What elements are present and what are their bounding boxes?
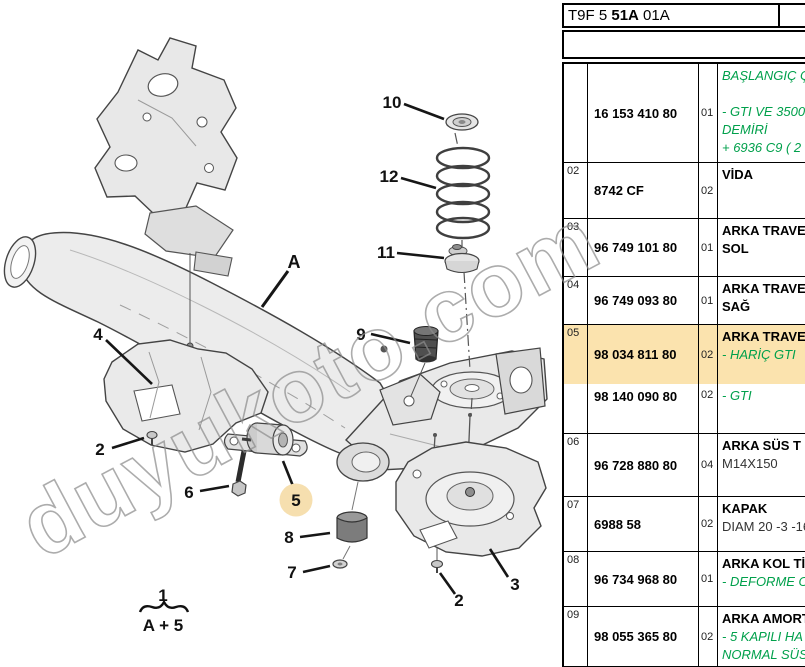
callout-5[interactable]: 5	[291, 491, 300, 510]
row-index: 04	[564, 277, 588, 324]
row-index: 07	[564, 497, 588, 551]
table-row[interactable]: 16 153 410 80 01 BAŞLANGIÇ Ç - GTI VE 35…	[564, 64, 805, 163]
description: ARKA KOL Tİ - DEFORME O	[722, 556, 805, 589]
callout-11[interactable]: 11	[377, 243, 395, 262]
table-row[interactable]: 03 96 749 101 80 01 ARKA TRAVE SOL	[564, 219, 805, 277]
callout-2-left[interactable]: 2	[95, 440, 104, 459]
quantity: 02	[699, 607, 718, 666]
part-number: 96 728 880 80	[588, 434, 699, 496]
assembly-note: 1 A + 5	[138, 586, 190, 635]
quantity: 02	[699, 325, 718, 384]
description: KAPAK DIAM 20 -3 -16	[722, 501, 805, 534]
description: - GTI	[722, 388, 752, 403]
part-number: 8742 CF	[588, 163, 699, 218]
description: ARKA AMORT - 5 KAPILI HA NORMAL SÜS	[722, 611, 805, 662]
table-row[interactable]: 02 8742 CF 02 VİDA	[564, 163, 805, 219]
coil-spring[interactable]	[435, 146, 491, 240]
upper-spring-cup[interactable]	[445, 113, 479, 131]
callout-10[interactable]: 10	[383, 93, 402, 112]
table-row[interactable]: 09 98 055 365 80 02 ARKA AMORT - 5 KAPIL…	[564, 607, 805, 667]
description: ARKA TRAVE SOL	[722, 223, 805, 256]
table-row[interactable]: 98 140 090 80 02 - GTI	[564, 384, 805, 434]
part-number: 98 055 365 80	[588, 607, 699, 666]
bolt-part6[interactable]	[231, 450, 247, 497]
callout-9[interactable]: 9	[356, 325, 365, 344]
part-number: 96 749 093 80	[588, 277, 699, 324]
parts-table-pane: T9F 5 51A 01A 16 153 410 80 01 BAŞLANGIÇ…	[562, 0, 805, 667]
description: BAŞLANGIÇ Ç - GTI VE 3500 DEMİRİ + 6936 …	[722, 68, 805, 155]
quantity: 01	[699, 219, 718, 276]
part-number: 16 153 410 80	[588, 64, 699, 162]
leader-lines	[105, 102, 510, 595]
row-index: 03	[564, 219, 588, 276]
quantity: 01	[699, 552, 718, 606]
bump-stop[interactable]	[410, 326, 439, 397]
callout-a[interactable]: A	[288, 252, 301, 272]
brace-icon	[138, 599, 190, 613]
bolt-part2-right[interactable]	[430, 559, 444, 574]
part-number: 98 140 090 80	[588, 384, 699, 433]
row-index: 02	[564, 163, 588, 218]
description: ARKA SÜS T M14X150	[722, 438, 801, 471]
part-number: 6988 58	[588, 497, 699, 551]
quantity: 02	[699, 163, 718, 218]
quantity: 04	[699, 434, 718, 496]
row-index: 08	[564, 552, 588, 606]
callout-6[interactable]: 6	[184, 483, 193, 502]
shock-tower-bracket[interactable]	[94, 37, 238, 277]
table-row[interactable]: 06 96 728 880 80 04 ARKA SÜS T M14X150	[564, 434, 805, 497]
description: ARKA TRAVE - HARİÇ GTI	[722, 329, 805, 362]
description: VİDA	[722, 167, 754, 182]
callout-8[interactable]: 8	[284, 528, 293, 547]
part-number: 98 034 811 80	[588, 325, 699, 384]
table-row[interactable]: 07 6988 58 02 KAPAK DIAM 20 -3 -16	[564, 497, 805, 552]
assembly-note-bottom: A + 5	[143, 616, 183, 635]
left-bracket-part4[interactable]	[103, 253, 269, 453]
callout-2-right[interactable]: 2	[454, 591, 463, 610]
axle-diagram: 10 12 11 A 9 4 2 6 5 8 7 3 2 1 A + 5	[3, 37, 548, 635]
row-index	[564, 64, 588, 162]
assembly-note-top: 1	[158, 586, 167, 605]
lower-spring-seat[interactable]	[444, 244, 480, 274]
bushing-part5[interactable]	[223, 422, 308, 457]
row-index	[564, 384, 588, 433]
row-index: 05	[564, 325, 588, 384]
explode-axis-lines	[454, 132, 473, 415]
right-bracket-part3[interactable]	[395, 413, 547, 560]
callout-3[interactable]: 3	[510, 575, 519, 594]
quantity: 02	[699, 497, 718, 551]
quantity: 01	[699, 277, 718, 324]
row-index: 09	[564, 607, 588, 666]
empty-header-box	[562, 30, 805, 59]
callout-12[interactable]: 12	[380, 167, 399, 186]
row-index: 06	[564, 434, 588, 496]
exploded-diagram-pane: 10 12 11 A 9 4 2 6 5 8 7 3 2 1 A + 5	[3, 37, 548, 635]
table-row[interactable]: 04 96 749 093 80 01 ARKA TRAVE SAĞ	[564, 277, 805, 325]
callout-7[interactable]: 7	[287, 563, 296, 582]
bolt-part2-left[interactable]	[146, 430, 158, 446]
callout-4[interactable]: 4	[93, 325, 103, 344]
part5-highlight-circle[interactable]	[279, 483, 313, 517]
quantity: 01	[699, 64, 718, 162]
parts-table: 16 153 410 80 01 BAŞLANGIÇ Ç - GTI VE 35…	[562, 62, 805, 667]
bushing-part8[interactable]	[336, 481, 368, 560]
description: ARKA TRAVE SAĞ	[722, 281, 805, 314]
catalog-code: T9F 5 51A 01A	[568, 7, 670, 24]
catalog-code-box: T9F 5 51A 01A	[562, 3, 805, 28]
part-number: 96 734 968 80	[588, 552, 699, 606]
table-row-selected[interactable]: 05 98 034 811 80 02 ARKA TRAVE - HARİÇ G…	[564, 325, 805, 384]
part-number: 96 749 101 80	[588, 219, 699, 276]
part-callouts: 10 12 11 A 9 4 2 6 5 8 7 3 2	[93, 93, 519, 610]
quantity: 02	[699, 384, 718, 433]
washer-part7[interactable]	[332, 559, 348, 569]
header-divider	[778, 5, 780, 26]
table-row[interactable]: 08 96 734 968 80 01 ARKA KOL Tİ - DEFORM…	[564, 552, 805, 607]
